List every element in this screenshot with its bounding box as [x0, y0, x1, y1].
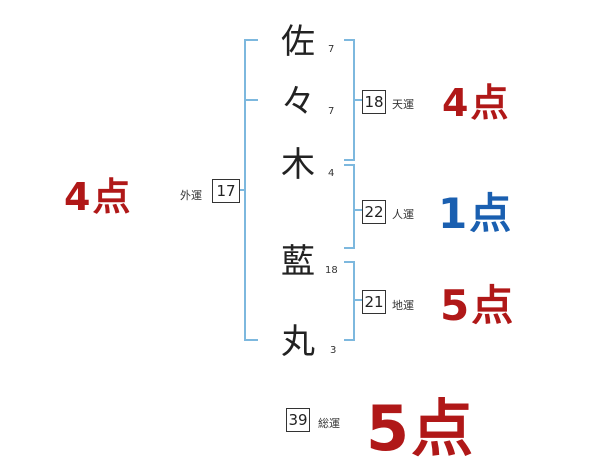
stroke-count-1: 7: [328, 44, 335, 55]
stroke-count-5: 3: [330, 345, 337, 356]
chikaku-label: 地運: [392, 299, 414, 312]
tenkaku-value-box: 18: [362, 90, 386, 114]
gaikaku-value-box: 17: [212, 179, 240, 203]
jinkaku-bracket: [344, 164, 362, 249]
jinkaku-value-box: 22: [362, 200, 386, 224]
stroke-count-2: 7: [328, 106, 335, 117]
gaikaku-score: 4点: [64, 175, 133, 219]
soukaku-score: 5点: [366, 392, 476, 465]
name-char-4: 藍: [281, 242, 315, 282]
name-char-3: 木: [281, 145, 315, 185]
chikaku-value-box: 21: [362, 290, 386, 314]
gaikaku-label: 外運: [180, 189, 202, 202]
soukaku-label: 総運: [318, 417, 340, 430]
tenkaku-score: 4点: [442, 81, 511, 125]
stroke-count-3: 4: [328, 168, 335, 179]
soukaku-value-box: 39: [286, 408, 310, 432]
jinkaku-score: 1点: [438, 189, 514, 238]
chikaku-bracket: [344, 261, 362, 341]
name-char-1: 佐: [281, 22, 315, 62]
name-char-2: 々: [281, 82, 315, 122]
tenkaku-label: 天運: [392, 98, 414, 111]
jinkaku-label: 人運: [392, 208, 414, 221]
stroke-count-4: 18: [325, 265, 338, 276]
tenkaku-bracket: [344, 39, 362, 161]
name-char-5: 丸: [281, 322, 315, 362]
chikaku-score: 5点: [440, 281, 516, 330]
